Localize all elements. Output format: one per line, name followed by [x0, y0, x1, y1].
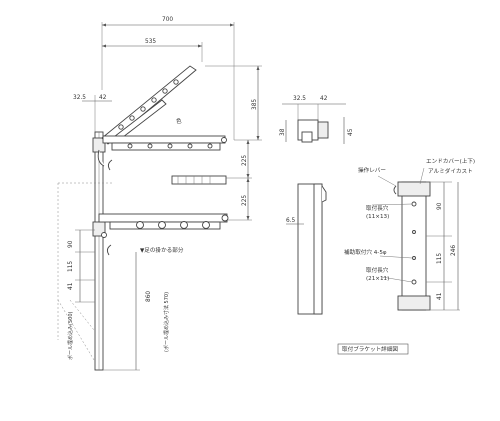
dim-38-label: 38: [280, 128, 286, 136]
dimension-32-5-left: 32.5 42: [73, 95, 112, 132]
dim-45-label: 45: [348, 128, 354, 136]
raised-arm: 色: [101, 65, 197, 145]
middle-arm: [102, 135, 227, 151]
dim-535-label: 535: [145, 39, 156, 45]
dim-115-right-label: 115: [437, 253, 443, 264]
dim-115-left-label: 115: [68, 261, 74, 272]
angle-color-label: 色: [176, 117, 182, 125]
aux-hole-label: 補助取付穴 4-5φ: [344, 248, 387, 256]
dim-42-bracket-label: 42: [320, 96, 328, 102]
dimension-225-bottom: 225: [225, 178, 252, 221]
dim-90-right-label: 90: [437, 202, 443, 210]
dim-246-label: 246: [451, 245, 457, 256]
pole-install-bottom-label: ポール埋め込み(500): [67, 312, 74, 360]
dimension-225-top: 225: [225, 140, 252, 179]
detail-title-label: 取付ブラケット詳細図: [342, 345, 398, 353]
foot-part-label: ▼足の掛かる部分: [140, 246, 184, 254]
dim-41-right-label: 41: [437, 292, 443, 300]
dim-32-5-left-label: 32.5: [73, 95, 86, 101]
lower-arm: [98, 213, 229, 238]
dim-860-label: 860: [146, 291, 152, 302]
dim-6-5-label: 6.5: [286, 218, 296, 224]
dim-41-left-label: 41: [68, 282, 74, 290]
dimension-860: ▼足の掛かる部分 860 (ポール埋め込み寸法 570): [103, 246, 184, 371]
floating-arm: [171, 175, 227, 185]
dim-90-left-label: 90: [68, 240, 74, 248]
left-dims: 90 115 41 ポール埋め込み(500): [67, 229, 95, 360]
bracket-side-view: 6.5: [286, 183, 327, 315]
pole-install-mid-label: (ポール埋め込み寸法 570): [163, 292, 170, 352]
dimension-700: 700: [101, 17, 235, 140]
wall-outline: [57, 182, 112, 361]
mount-hole-label: 取付長穴: [366, 204, 389, 212]
bracket-front-detail: 90 115 41 246 操作レバー エンドカバー(上下) アルミダイカスト …: [337, 157, 475, 355]
bracket-top-view: 32.5 42 38 45: [280, 96, 354, 144]
dim-225-top-label: 225: [242, 155, 248, 166]
mount-hole2-label: 取付長穴: [366, 266, 389, 274]
dim-385-label: 385: [252, 99, 258, 110]
dimension-385: 385: [205, 65, 262, 141]
dim-32-5-bracket-label: 32.5: [293, 96, 306, 102]
dimension-535: 535: [102, 39, 203, 62]
dim-700-label: 700: [162, 17, 173, 23]
operation-lever-label: 操作レバー: [358, 166, 386, 174]
mount-hole-size-label: (11×13): [366, 214, 389, 220]
dim-42-left-label: 42: [99, 95, 107, 101]
dim-225-bottom-label: 225: [242, 195, 248, 206]
mount-hole2-size-label: (21×11): [366, 276, 389, 282]
main-pole: [92, 131, 113, 371]
aluminum-diecast-label: アルミダイカスト: [428, 167, 473, 175]
end-cover-label: エンドカバー(上下): [426, 157, 475, 165]
